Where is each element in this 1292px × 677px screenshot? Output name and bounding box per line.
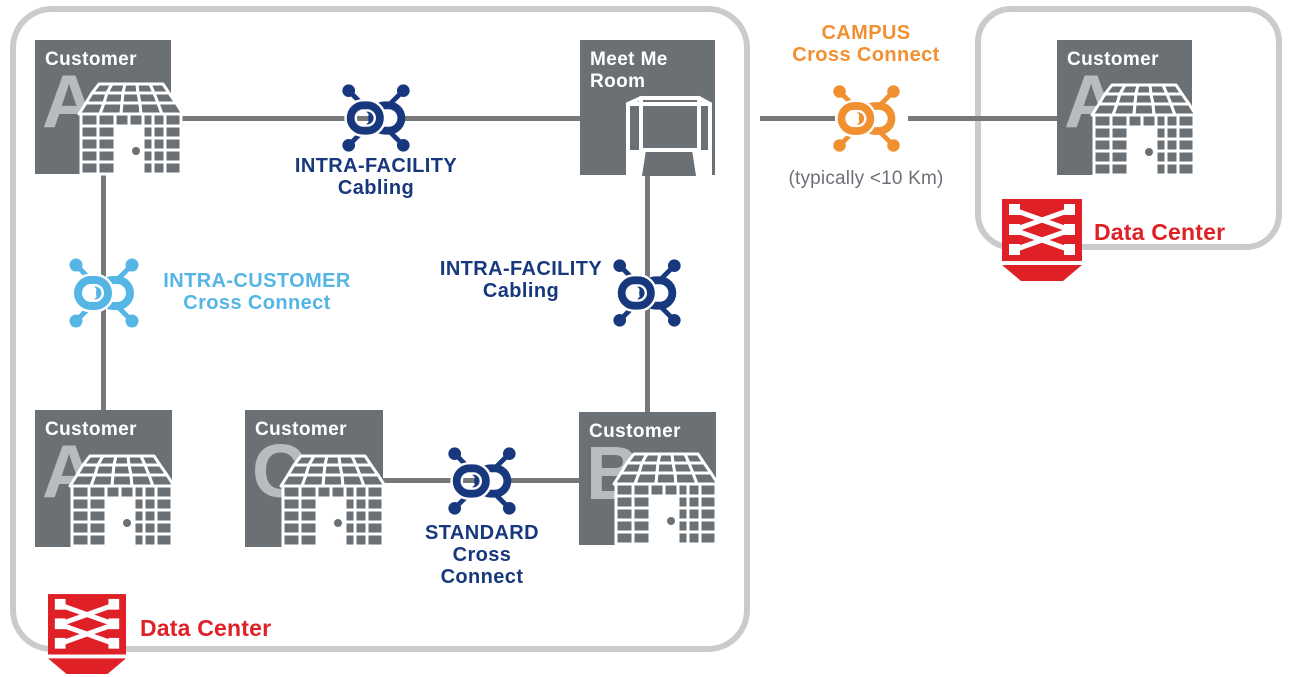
cage-icon (77, 82, 185, 178)
data-center-label: Data Center (140, 615, 272, 641)
cage-icon (68, 454, 176, 550)
node-label: Customer (1067, 49, 1159, 70)
campus-cross-connect-label: CAMPUS Cross Connect (792, 22, 939, 66)
node-customer-a-top: Customer A (35, 40, 185, 178)
cage-icon (1090, 83, 1198, 179)
intra-customer-label: INTRA-CUSTOMER Cross Connect (163, 270, 350, 314)
node-customer-b: Customer B (579, 412, 720, 548)
data-center-label: Data Center (1094, 219, 1226, 245)
node-customer-a-right: Customer A (1057, 40, 1198, 179)
node-label: Customer (589, 421, 681, 442)
node-label: Meet Me Room (590, 49, 668, 92)
cage-icon (612, 452, 720, 548)
connection-subtitle: Cross Connect (792, 44, 940, 66)
right-data-center-outline (975, 6, 1282, 250)
campus-distance-note: (typically <10 Km) (788, 168, 944, 189)
intra-facility-top-cross-connect-icon (337, 79, 415, 157)
intra-customer-cross-connect-icon (64, 253, 144, 333)
connection-title: INTRA-FACILITY (439, 258, 603, 280)
intra-facility-mid-label: INTRA-FACILITY Cabling (440, 258, 602, 302)
link-campus-right-segment (908, 116, 1057, 121)
node-meet-me-room: Meet Me Room (580, 40, 715, 178)
standard-cross-connect-label: STANDARD Cross Connect (425, 522, 539, 588)
node-label: Customer (45, 419, 137, 440)
connection-title: STANDARD (425, 522, 539, 544)
connection-title: INTRA-FACILITY (294, 155, 458, 177)
connection-title: CAMPUS (821, 22, 911, 44)
connection-subtitle: Cross Connect (183, 292, 331, 314)
meet-me-room-icon (626, 96, 712, 178)
intra-facility-mid-cross-connect-icon (608, 254, 686, 332)
campus-cross-connect-icon (828, 80, 905, 157)
data-center-logo-icon (1002, 199, 1082, 283)
connection-subtitle: Cross (452, 544, 512, 566)
connection-subtitle: Cabling (337, 177, 415, 199)
connection-title: INTRA-CUSTOMER (163, 270, 351, 292)
right-data-center-badge: Data Center (1002, 199, 1225, 283)
node-label: Customer (45, 49, 137, 70)
node-customer-c: Customer C (245, 410, 387, 550)
connection-subtitle: Connect (440, 566, 524, 588)
cage-icon (279, 454, 387, 550)
node-label: Customer (255, 419, 347, 440)
intra-facility-top-label: INTRA-FACILITY Cabling (295, 155, 457, 199)
link-campus-left-segment (760, 116, 835, 121)
left-data-center-badge: Data Center (48, 593, 271, 677)
connection-subtitle: Cabling (482, 280, 560, 302)
node-customer-a-bottom: Customer A (35, 410, 176, 550)
standard-cross-connect-icon (443, 442, 521, 520)
data-center-logo-icon (48, 593, 126, 677)
left-data-center-outline (10, 6, 750, 652)
